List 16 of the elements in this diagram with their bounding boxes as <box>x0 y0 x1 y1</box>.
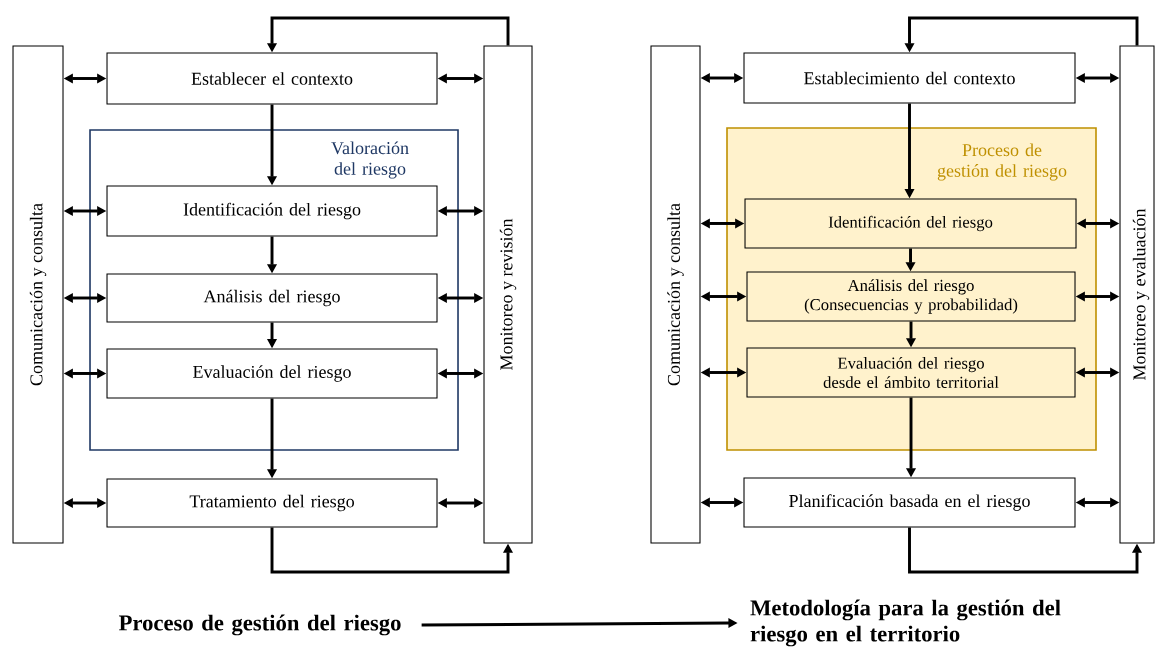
process-box: Evaluación del riesgo desde el ámbito territorial <box>746 347 1076 398</box>
process-box: Identificación del riesgo <box>106 185 438 237</box>
process-box: Establecer el contexto <box>106 52 438 105</box>
process-box: Planificación basada en el riesgo <box>743 477 1076 528</box>
heading-text: Metodología para la gestión del riesgo en el territorio <box>750 599 1061 647</box>
process-box: Evaluación del riesgo <box>106 348 438 399</box>
side-bar: Comunicación y consulta <box>650 45 701 544</box>
process-box: Establecimiento del contexto <box>743 52 1076 104</box>
process-box: Tratamiento del riesgo <box>106 478 438 528</box>
process-box: Identificación del riesgo <box>744 198 1077 249</box>
side-bar: Comunicación y consulta <box>12 45 64 544</box>
heading-text: Proceso de gestión del riesgo <box>119 614 401 636</box>
process-box: Análisis del riesgo (Consecuencias y probabilidad) <box>746 271 1076 322</box>
process-box: Análisis del riesgo <box>106 273 438 323</box>
side-bar: Monitoreo y evaluación <box>1119 45 1155 544</box>
side-bar: Monitoreo y revisión <box>483 45 533 544</box>
